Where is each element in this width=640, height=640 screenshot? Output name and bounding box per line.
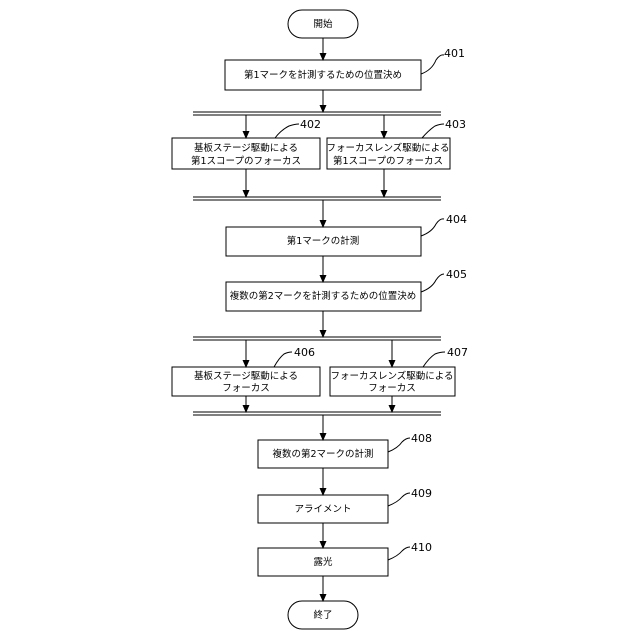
ref-409: 409 [388, 487, 432, 506]
step-401-label: 第1マークを計測するための位置決め [244, 69, 402, 81]
start-label: 開始 [313, 18, 333, 30]
step-402-label-line-2: 第1スコープのフォーカス [191, 155, 301, 167]
step-406-label-line-1: 基板ステージ駆動による [194, 370, 298, 382]
step-404-label: 第1マークの計測 [287, 235, 360, 247]
ref-407-label: 407 [447, 346, 468, 359]
parallel-join-bar [193, 197, 441, 200]
ref-405: 405 [421, 268, 467, 292]
ref-401-label: 401 [444, 47, 465, 60]
end-label: 終了 [313, 609, 332, 621]
step-406-label-line-2: フォーカス [222, 383, 270, 394]
step-403-label-line-2: 第1スコープのフォーカス [333, 155, 443, 167]
step-405-box: 複数の第2マークを計測するための位置決め [226, 282, 421, 311]
step-410-box: 露光 [258, 548, 388, 576]
step-401-box: 第1マークを計測するための位置決め [225, 60, 421, 90]
parallel-split-bar [193, 337, 441, 340]
step-402-label-line-1: 基板ステージ駆動による [194, 142, 298, 154]
ref-408-label: 408 [411, 432, 432, 445]
ref-402: 402 [275, 118, 321, 138]
ref-410: 410 [388, 541, 432, 560]
ref-407: 407 [423, 346, 468, 367]
ref-401: 401 [421, 47, 465, 74]
ref-410-label: 410 [411, 541, 432, 554]
step-402-box: 基板ステージ駆動による 第1スコープのフォーカス [172, 138, 320, 169]
ref-408: 408 [388, 432, 432, 452]
step-409-label: アライメント [294, 504, 351, 515]
ref-409-label: 409 [411, 487, 432, 500]
ref-403-label: 403 [445, 118, 466, 131]
step-408-box: 複数の第2マークの計測 [258, 440, 388, 468]
parallel-join-bar [193, 412, 441, 415]
step-407-box: フォーカスレンズ駆動による フォーカス [330, 367, 455, 396]
parallel-split-bar [193, 112, 441, 115]
step-407-label-line-2: フォーカス [368, 383, 416, 394]
step-408-label: 複数の第2マークの計測 [272, 448, 373, 460]
step-404-box: 第1マークの計測 [226, 227, 421, 256]
end-terminal: 終了 [288, 601, 358, 629]
step-407-label-line-1: フォーカスレンズ駆動による [330, 370, 453, 382]
step-405-label: 複数の第2マークを計測するための位置決め [230, 290, 417, 302]
step-403-box: フォーカスレンズ駆動による 第1スコープのフォーカス [326, 138, 450, 169]
ref-404-label: 404 [446, 213, 467, 226]
step-410-label: 露光 [313, 556, 333, 568]
step-409-box: アライメント [258, 495, 388, 523]
ref-406-label: 406 [294, 346, 315, 359]
ref-405-label: 405 [446, 268, 467, 281]
ref-402-label: 402 [300, 118, 321, 131]
step-403-label-line-1: フォーカスレンズ駆動による [326, 142, 449, 154]
step-406-box: 基板ステージ駆動による フォーカス [172, 367, 320, 396]
ref-404: 404 [421, 213, 467, 236]
start-terminal: 開始 [288, 10, 358, 38]
ref-403: 403 [422, 118, 466, 138]
ref-406: 406 [274, 346, 315, 367]
